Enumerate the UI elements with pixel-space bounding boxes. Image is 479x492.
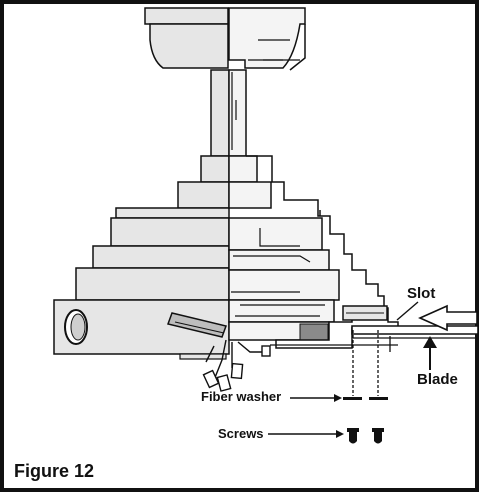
motor-step-3 xyxy=(92,245,230,269)
coupler-step-1 xyxy=(200,155,230,183)
blade-label: Blade xyxy=(417,371,458,388)
coupler-right-2 xyxy=(228,181,272,209)
motor-dark-strip xyxy=(299,323,329,341)
screw-2 xyxy=(372,428,384,444)
blade-iron-arm xyxy=(167,312,227,338)
motor-right-3 xyxy=(228,269,340,301)
motor-right-4 xyxy=(228,299,335,323)
slot-label: Slot xyxy=(407,285,436,302)
canopy-cutaway xyxy=(228,7,306,69)
figure-caption: Figure 12 xyxy=(14,461,95,481)
housing-hole-inner xyxy=(70,313,86,341)
wires xyxy=(202,339,271,392)
motor-right-2 xyxy=(228,249,330,271)
canopy-body xyxy=(149,23,229,69)
cutaway-details xyxy=(231,39,325,317)
canopy-top xyxy=(144,7,229,25)
motor-step-1 xyxy=(115,207,230,219)
fan-housing-cutaway xyxy=(228,7,340,341)
coupler-right-1 xyxy=(228,155,258,183)
fiber-washer-2 xyxy=(369,397,388,400)
motor-profile-outline xyxy=(246,24,385,312)
motor-right-1 xyxy=(228,217,323,251)
fan-housing-exterior xyxy=(53,7,230,355)
motor-step-2 xyxy=(110,217,230,247)
coupler-step-2 xyxy=(177,181,230,209)
motor-step-4 xyxy=(75,267,230,301)
bottom-cover xyxy=(179,353,227,360)
insert-direction-arrow xyxy=(418,304,478,332)
fiber-washer-label: Fiber washer xyxy=(201,389,282,404)
downrod-left xyxy=(210,69,230,157)
fiber-washer-1 xyxy=(343,397,362,400)
slot-pointer xyxy=(396,301,419,321)
screw-1 xyxy=(347,428,359,444)
blade xyxy=(351,325,479,335)
screws-label: Screws xyxy=(218,426,264,441)
blade-pointer-head xyxy=(423,336,437,348)
